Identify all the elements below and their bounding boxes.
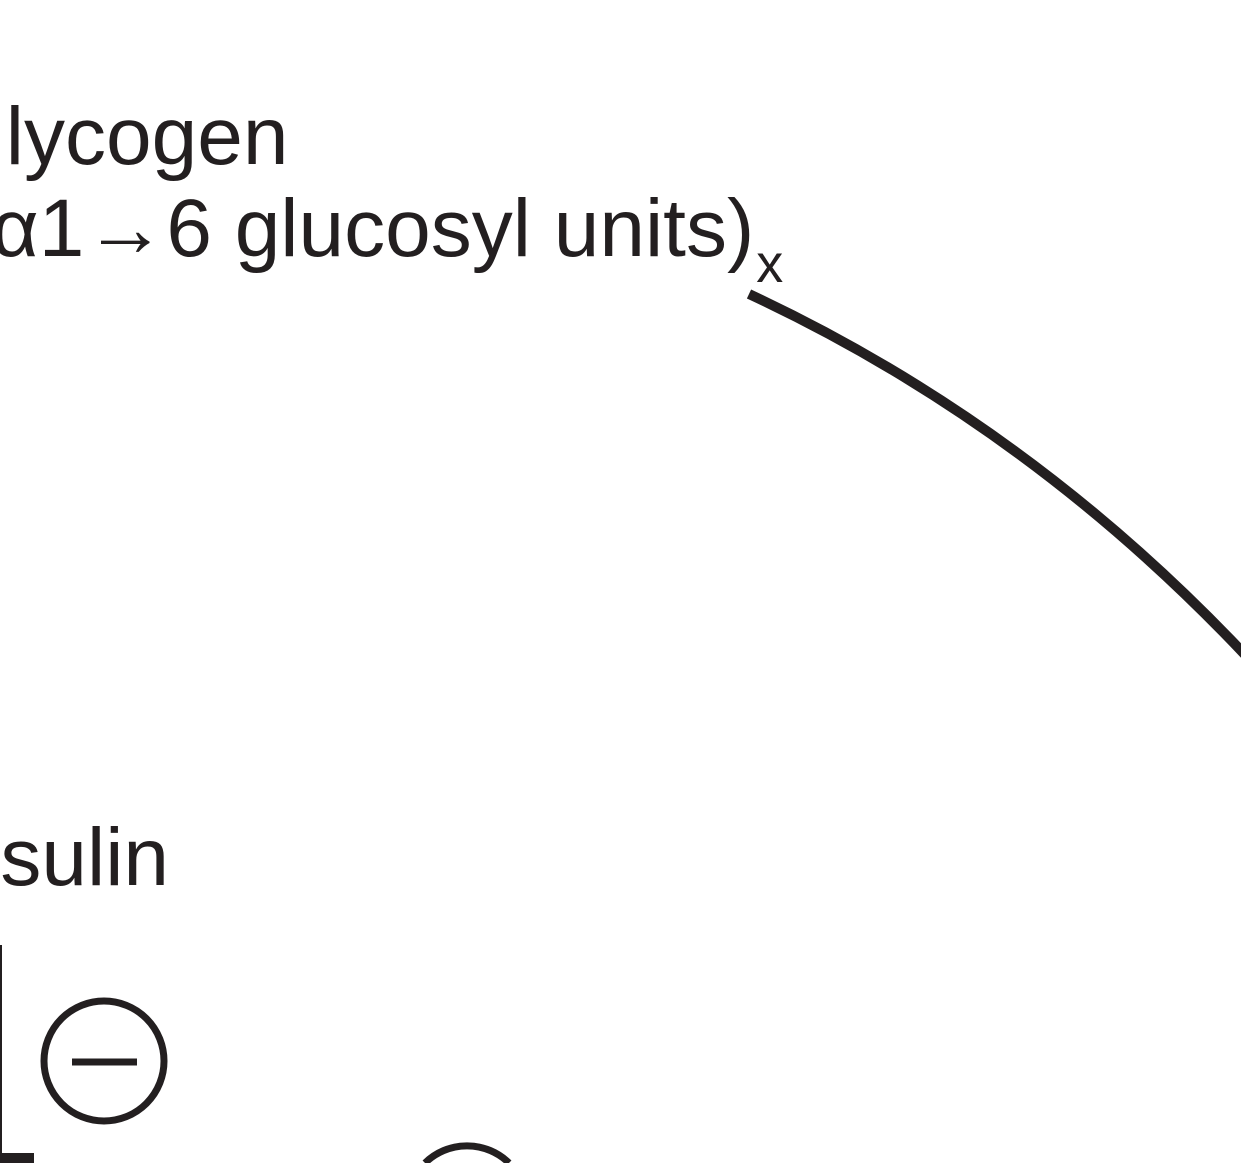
glycogen-label: Glycogen	[0, 91, 289, 182]
glycogen-formula: (α1→6 glucosyl units)x	[0, 188, 784, 294]
glycogen-formula-subscript: x	[756, 234, 784, 294]
pathway-arrow-curve	[746, 289, 1241, 658]
inhibition-minus-icon	[40, 997, 168, 1125]
partial-circle-icon	[422, 1142, 512, 1163]
insulin-label: Insulin	[0, 812, 170, 903]
glycogen-formula-text: (α1→6 glucosyl units)	[0, 183, 755, 274]
